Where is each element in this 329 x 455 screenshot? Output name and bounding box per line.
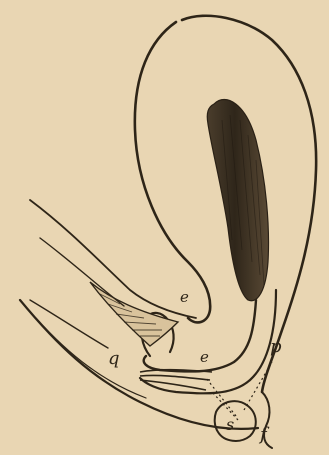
label-e-upper: e [180, 288, 189, 306]
label-e-lower: e [200, 348, 209, 366]
label-s: s [226, 415, 234, 434]
label-p: p [270, 336, 282, 357]
label-q: q [108, 348, 120, 369]
